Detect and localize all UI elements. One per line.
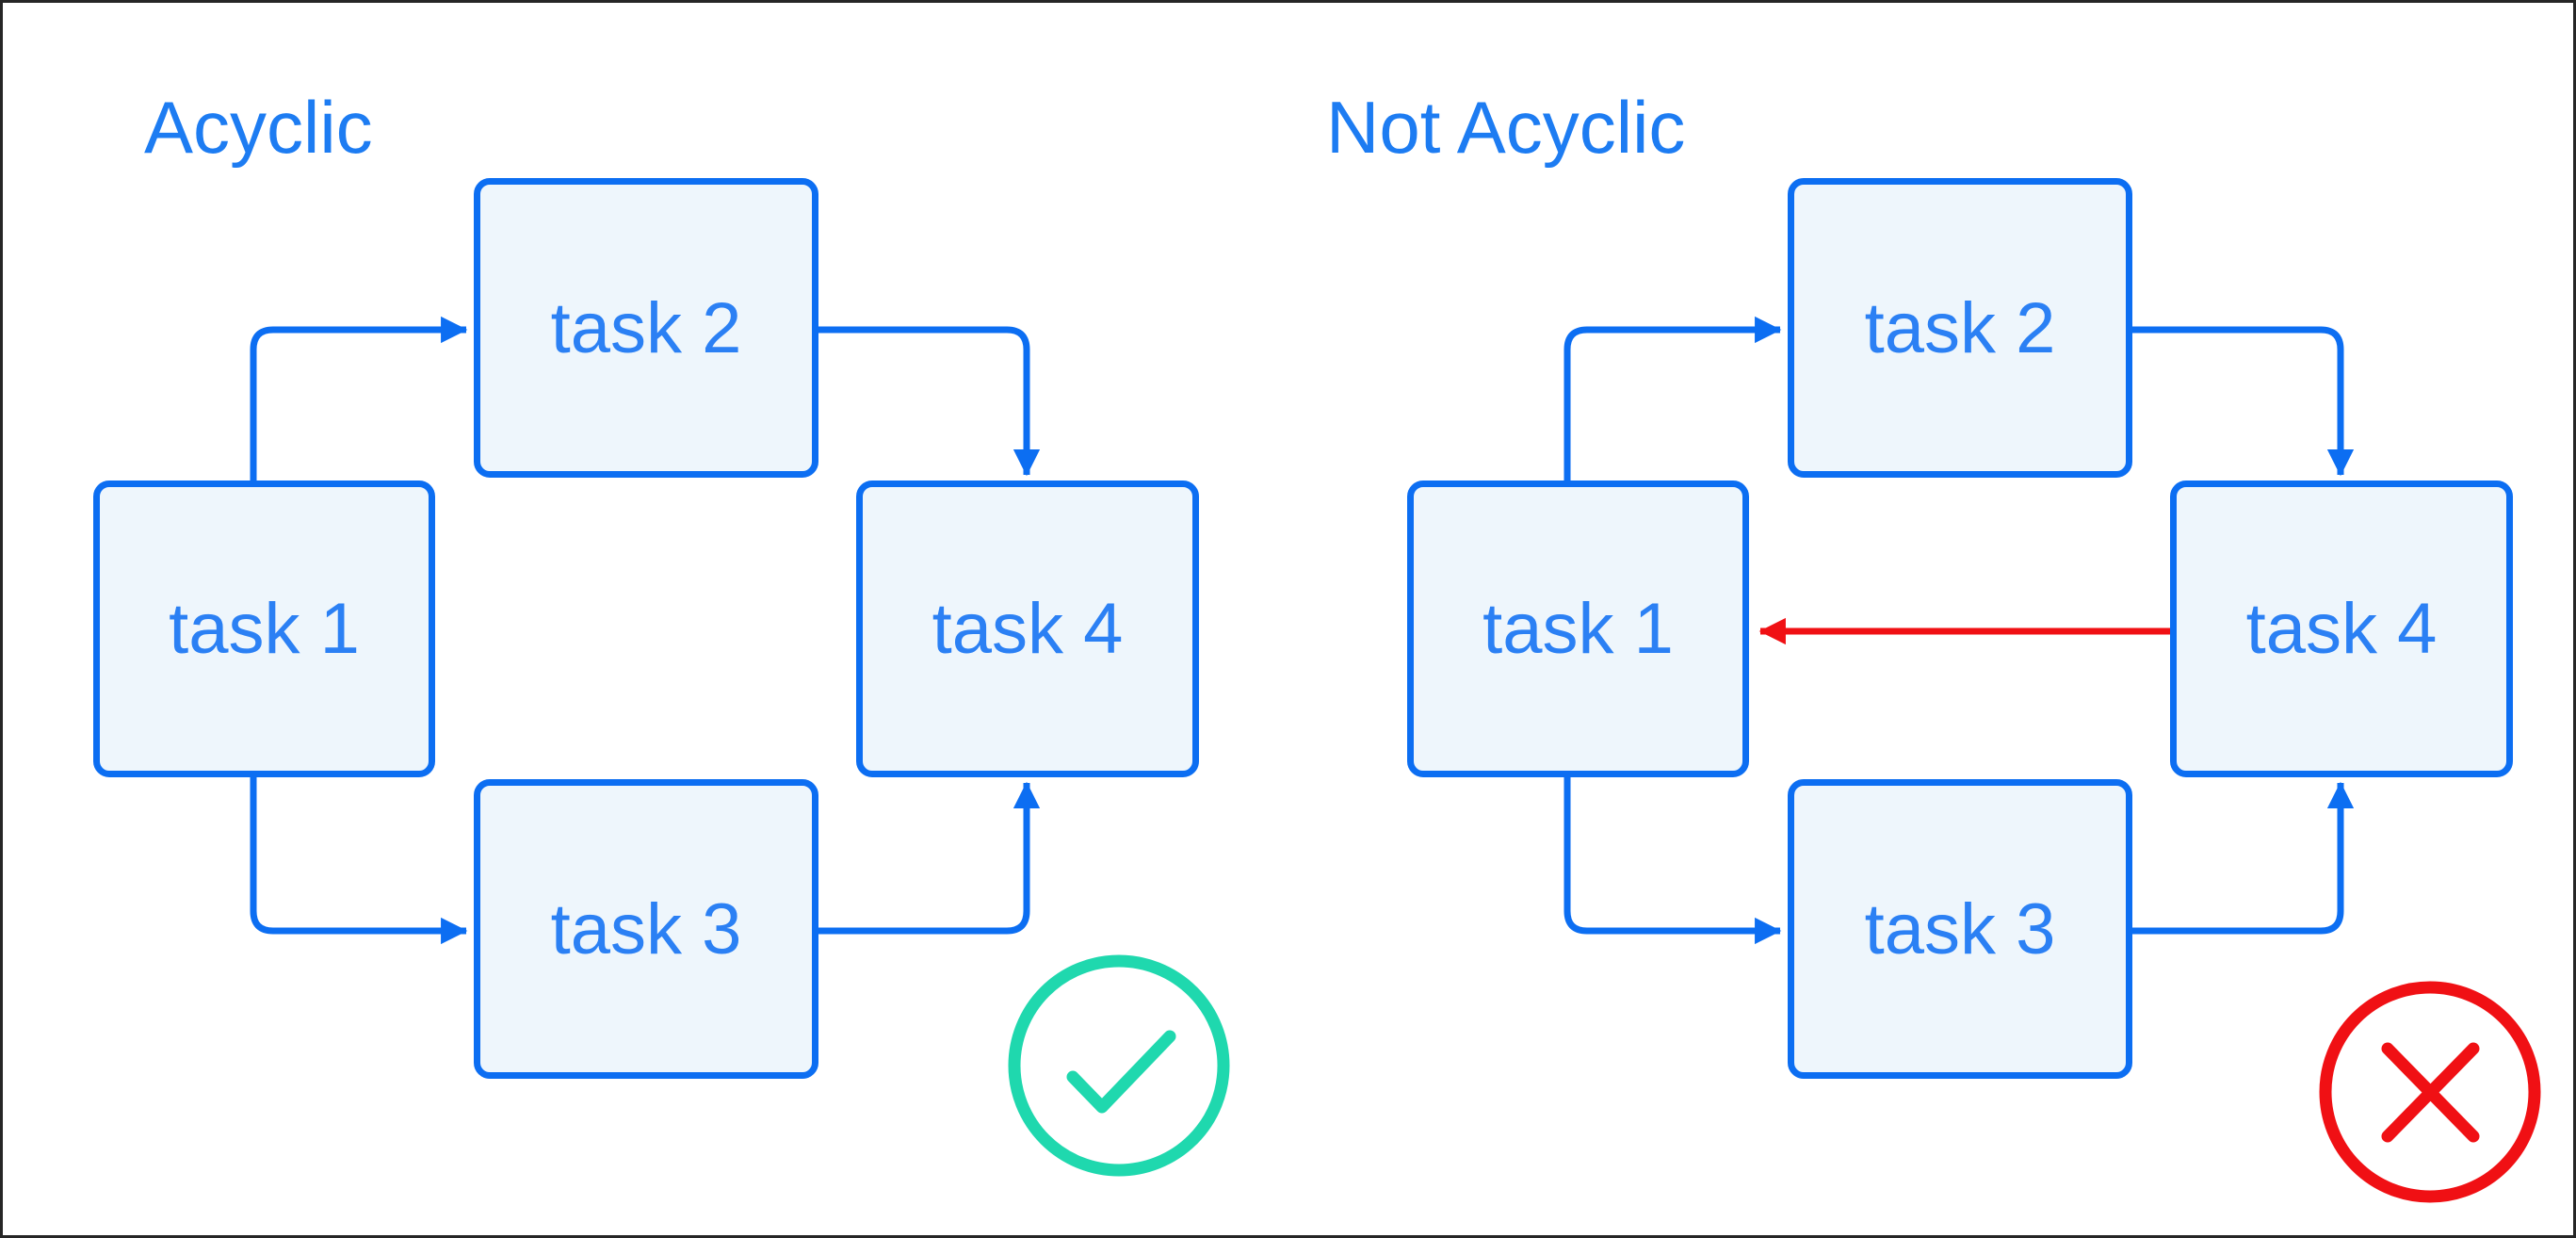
check-circle-ring	[1008, 954, 1230, 1177]
right-diagram-title: Not Acyclic	[1326, 86, 1686, 169]
check-mark	[1066, 1030, 1176, 1114]
edge-left-task3-task4	[818, 781, 1041, 935]
edge-left-task1-task3	[250, 777, 468, 945]
left-diagram-title: Acyclic	[144, 86, 373, 169]
right-task1-node: task 1	[1407, 481, 1749, 777]
x-circle-ring	[2319, 981, 2541, 1203]
task-label: task 4	[2245, 589, 2438, 669]
edge-right-task3-task4	[2132, 781, 2355, 935]
left-task4-node: task 4	[856, 481, 1199, 777]
x-circle-icon	[2319, 981, 2541, 1203]
left-task3-node: task 3	[474, 779, 818, 1079]
task-label: task 1	[169, 589, 360, 669]
task-label: task 2	[1864, 287, 2056, 368]
edge-right-task1-task3	[1563, 777, 1782, 945]
left-task1-node: task 1	[93, 481, 435, 777]
task-label: task 3	[1864, 888, 2056, 969]
edge-left-task1-task2	[250, 316, 468, 481]
task-label: task 1	[1482, 589, 1674, 669]
right-task2-node: task 2	[1788, 178, 2132, 478]
task-label: task 3	[550, 888, 742, 969]
task-label: task 4	[932, 589, 1124, 669]
task-label: task 2	[550, 287, 742, 368]
edge-right-task2-task4	[2132, 326, 2355, 477]
edge-right-task1-task2	[1563, 316, 1782, 481]
left-task2-node: task 2	[474, 178, 818, 478]
right-task4-node: task 4	[2170, 481, 2513, 777]
x-mark	[2381, 1042, 2480, 1143]
edge-left-task2-task4	[818, 326, 1041, 477]
check-circle-icon	[1008, 954, 1230, 1177]
right-task3-node: task 3	[1788, 779, 2132, 1079]
